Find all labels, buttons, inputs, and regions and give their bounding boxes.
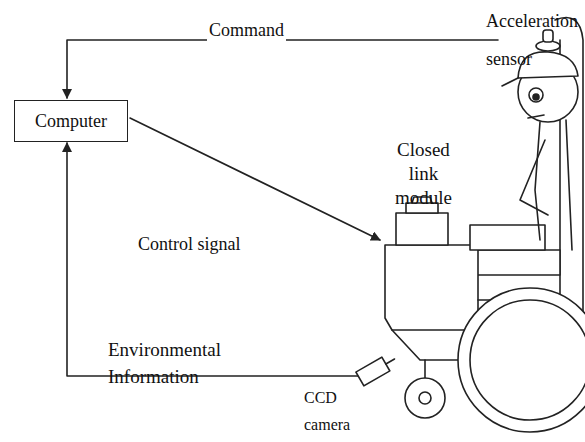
signal-label: Environmental Information: [108, 336, 221, 390]
acceleration-sensor: [543, 30, 553, 42]
signal-label: Command: [207, 18, 286, 42]
part-label: Acceleration sensor: [486, 2, 578, 78]
ccd-camera: [356, 352, 399, 386]
command-arrow: [67, 40, 498, 98]
module-box: [396, 213, 448, 245]
signal-label: Control signal: [136, 232, 243, 256]
part-label: CCD camera: [304, 384, 350, 438]
control-arrow: [130, 118, 380, 240]
node-text: Computer: [35, 111, 107, 132]
process-box: Computer: [14, 100, 128, 142]
part-label: Closed link module: [395, 138, 452, 210]
